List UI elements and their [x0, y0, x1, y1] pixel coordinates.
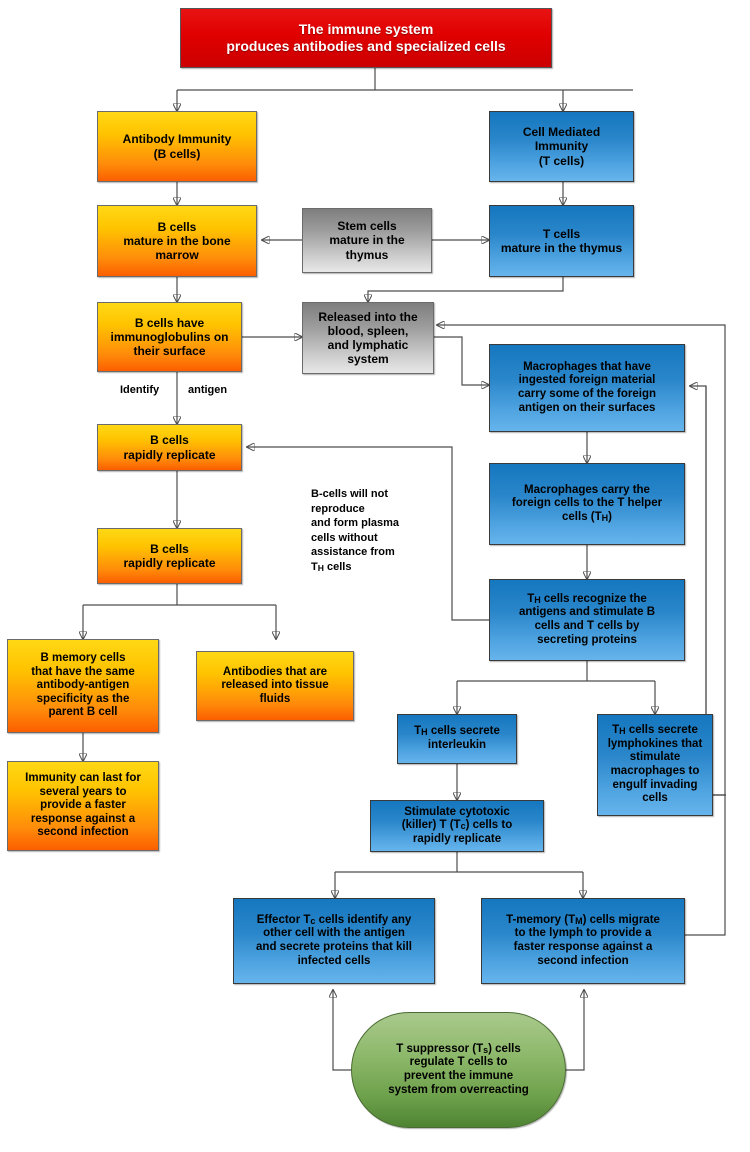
- node-antibody-immunity[interactable]: Antibody Immunity(B cells): [97, 111, 257, 182]
- note-line-4: assistance from: [311, 546, 395, 559]
- node-root-label: The immune system produces antibodies an…: [226, 21, 506, 54]
- note-line-0: B-cells will not: [311, 488, 389, 500]
- note-b-cells-assistance: B-cells will not reproduce and form plas…: [311, 487, 446, 574]
- note-line-3: cells without: [311, 531, 378, 544]
- edge-label-identify: Identify: [118, 384, 162, 396]
- node-antibody-immunity-label: Antibody Immunity(B cells): [122, 132, 232, 161]
- node-stimulate-cytotoxic[interactable]: Stimulate cytotoxic(killer) T (Tc) cells…: [370, 800, 544, 852]
- note-line-1: reproduce: [311, 502, 365, 515]
- node-stimulate-cytotoxic-label: Stimulate cytotoxic(killer) T (Tc) cells…: [401, 805, 513, 845]
- node-root[interactable]: The immune system produces antibodies an…: [180, 8, 552, 68]
- note-line-2: and form plasma: [311, 517, 400, 530]
- edge-label-antigen: antigen: [186, 384, 230, 396]
- note-line-5: TH cells: [311, 560, 352, 573]
